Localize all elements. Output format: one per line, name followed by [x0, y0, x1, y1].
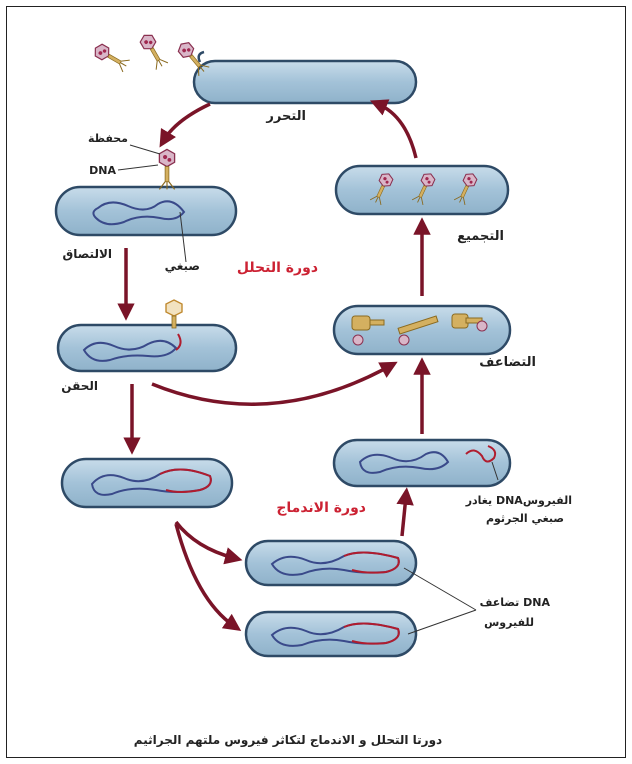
label-dna-leaves-line1: يغادر DNAالفيروس [465, 494, 572, 507]
cell-assembly [336, 166, 508, 214]
cell-injection [58, 325, 236, 371]
label-attachment: الالتصاق [62, 247, 112, 261]
cell-attachment [56, 187, 236, 235]
cell-excision [334, 440, 510, 486]
released-phages [92, 32, 209, 76]
cell-replication [334, 306, 510, 354]
label-lytic-cycle: دورة التحلل [237, 260, 318, 276]
arrow-integrate-to-lyso2 [176, 524, 234, 626]
label-lysogenic-cycle: دورة الاندماج [276, 500, 366, 516]
label-dna-replication-line1: تضاعف DNA [480, 596, 551, 609]
label-capsid: محفظة [88, 132, 128, 145]
cell-lysogenic-2 [246, 612, 416, 656]
cell-integration [62, 459, 232, 507]
label-injection: الحقن [61, 379, 98, 393]
arrow-assembly-to-release [378, 104, 416, 158]
attaching-phage [159, 149, 174, 189]
label-dna: DNA [89, 164, 116, 177]
label-dna-replication-line2: للفيروس [484, 616, 534, 629]
arrow-lyso-to-excision [402, 496, 406, 536]
label-release: التحرر [265, 109, 306, 124]
label-assembly: التجميع [457, 229, 504, 244]
arrow-release-to-attach [164, 104, 210, 140]
cell-lysogenic-1 [246, 541, 416, 585]
cell-release [194, 52, 416, 103]
figure-caption: دورتا التحلل و الاندماج لتكاثر فيروس ملت… [134, 733, 442, 748]
label-replication: التضاعف [479, 355, 536, 370]
label-dna-leaves-line2: صبغي الجرثوم [486, 512, 564, 525]
label-chromosome: صبغي [165, 259, 200, 273]
